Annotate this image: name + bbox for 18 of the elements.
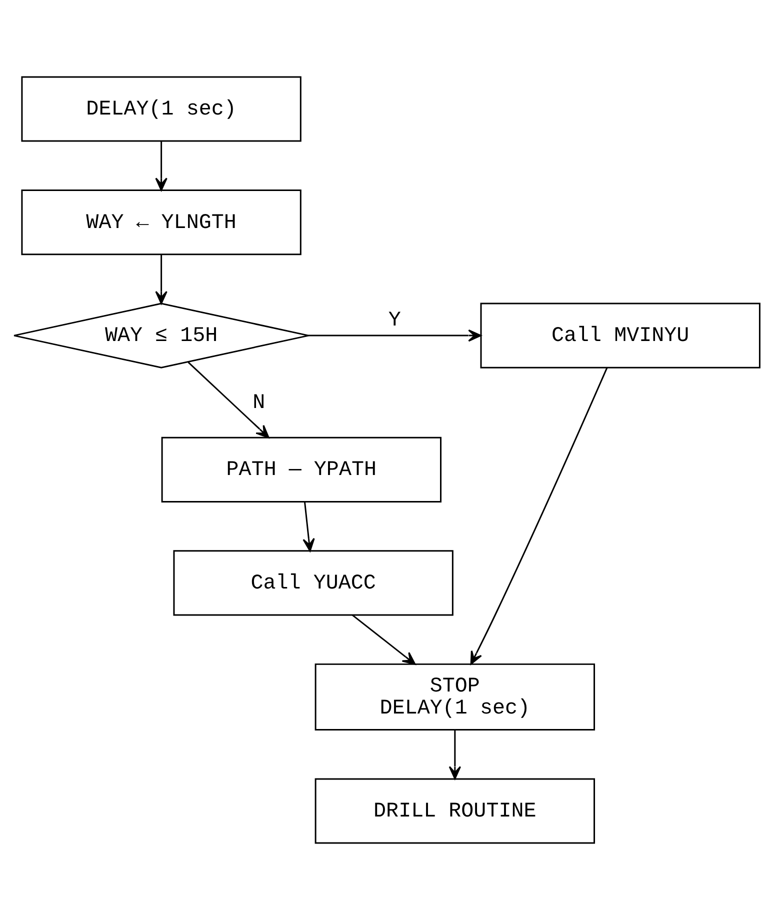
arrow [352,614,416,665]
node-box: Call MVINYU [480,302,760,368]
arrow [308,329,482,342]
arrow [188,362,270,438]
arrow [155,141,168,191]
arrow [302,502,315,552]
node-box: STOP DELAY(1 sec) [314,663,596,730]
edge-label: N [252,392,266,416]
node-diamond: WAY ≤ 15H [13,302,310,368]
node-box: DELAY(1 sec) [21,76,302,142]
node-box: DRILL ROUTINE [314,778,596,844]
arrow [155,254,168,304]
node-box: Call YUACC [173,550,454,616]
arrow [448,730,462,780]
node-box: WAY ← YLNGTH [21,190,302,256]
edge-label: Y [388,309,401,332]
arrow [470,367,608,665]
node-box: PATH — YPATH [161,436,442,502]
